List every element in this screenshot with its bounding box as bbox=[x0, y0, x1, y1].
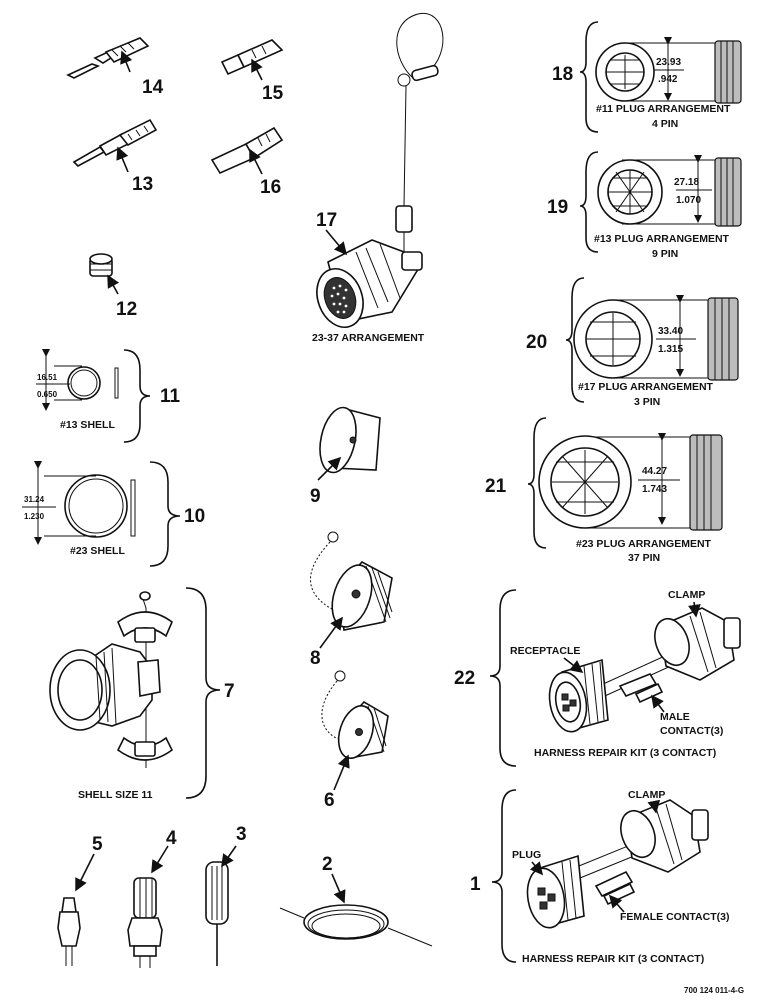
part-13-contact bbox=[72, 118, 158, 167]
caption-shell-13: #13 SHELL bbox=[60, 419, 115, 431]
part-4-tool bbox=[127, 877, 163, 968]
caption-plug-17: #17 PLUG ARRANGEMENT bbox=[578, 381, 714, 393]
brace-11 bbox=[123, 349, 151, 443]
callout-7: 7 bbox=[224, 681, 235, 702]
dim-20-mm: 33.40 bbox=[658, 326, 683, 337]
brace-7 bbox=[185, 587, 221, 799]
part-3-screwdriver bbox=[205, 861, 229, 966]
dim-21-mm: 44.27 bbox=[642, 466, 667, 477]
brace-20 bbox=[565, 277, 585, 403]
caption-female-contact: FEMALE CONTACT(3) bbox=[620, 911, 729, 923]
callout-21: 21 bbox=[485, 476, 507, 497]
part-6-cap-chain bbox=[321, 670, 389, 759]
brace-18 bbox=[579, 21, 599, 133]
callout-3: 3 bbox=[236, 824, 247, 845]
callout-17: 17 bbox=[316, 210, 337, 231]
callout-11: 11 bbox=[160, 386, 181, 407]
dim-20-in: 1.315 bbox=[658, 344, 683, 355]
part-11-shell-13 bbox=[36, 349, 119, 411]
part-5-tool bbox=[57, 897, 81, 966]
caption-plug: PLUG bbox=[512, 849, 541, 861]
part-14-contact bbox=[66, 37, 150, 79]
callout-14: 14 bbox=[142, 77, 164, 98]
callout-15: 15 bbox=[262, 83, 284, 104]
part-2-wire-coil bbox=[279, 904, 433, 947]
part-1-repair-kit-plug bbox=[526, 799, 709, 929]
callout-8: 8 bbox=[310, 648, 321, 669]
callout-19: 19 bbox=[547, 197, 568, 218]
callout-1: 1 bbox=[470, 874, 481, 895]
part-7-backshell bbox=[49, 591, 174, 768]
callout-5: 5 bbox=[92, 834, 103, 855]
dim-10-mm: 31.24 bbox=[24, 495, 45, 504]
part-9-dust-cap bbox=[319, 406, 381, 474]
part-18-plug-11 bbox=[595, 37, 742, 104]
callout-22: 22 bbox=[454, 668, 475, 689]
part-16-contact bbox=[210, 126, 284, 175]
brace-21 bbox=[527, 417, 547, 549]
part-12-seal-plug bbox=[89, 253, 113, 277]
dim-10-in: 1.230 bbox=[24, 512, 45, 521]
dim-21-in: 1.743 bbox=[642, 484, 667, 495]
part-10-shell-23 bbox=[22, 461, 136, 545]
callout-20: 20 bbox=[526, 332, 547, 353]
caption-clamp-22: CLAMP bbox=[668, 589, 705, 601]
brace-1 bbox=[491, 789, 517, 963]
caption-plug-13-pins: 9 PIN bbox=[652, 248, 678, 260]
part-22-repair-kit-receptacle bbox=[548, 607, 741, 733]
caption-shell-23: #23 SHELL bbox=[70, 545, 125, 557]
caption-plug-11-pins: 4 PIN bbox=[652, 118, 678, 130]
callout-4: 4 bbox=[166, 828, 177, 849]
dim-11-mm: 16.51 bbox=[37, 373, 58, 382]
dim-11-in: 0.650 bbox=[37, 390, 58, 399]
caption-23-37-arrangement: 23-37 ARRANGEMENT bbox=[312, 332, 425, 344]
brace-10 bbox=[149, 461, 181, 567]
dim-18-mm: 23.93 bbox=[656, 57, 681, 68]
caption-receptacle: RECEPTACLE bbox=[510, 645, 580, 657]
brace-19 bbox=[579, 151, 599, 253]
callout-9: 9 bbox=[310, 486, 321, 507]
caption-clamp-1: CLAMP bbox=[628, 789, 665, 801]
callout-10: 10 bbox=[184, 506, 205, 527]
callout-12: 12 bbox=[116, 299, 137, 320]
caption-plug-23: #23 PLUG ARRANGEMENT bbox=[576, 538, 712, 550]
dim-19-mm: 27.18 bbox=[674, 177, 699, 188]
caption-plug-23-pins: 37 PIN bbox=[628, 552, 660, 564]
brace-22 bbox=[489, 589, 517, 767]
callout-2: 2 bbox=[322, 854, 333, 875]
callout-16: 16 bbox=[260, 177, 281, 198]
callout-6: 6 bbox=[324, 790, 335, 811]
part-15-contact bbox=[220, 39, 284, 76]
caption-plug-13: #13 PLUG ARRANGEMENT bbox=[594, 233, 730, 245]
part-17-receptacle bbox=[316, 13, 444, 328]
dim-19-in: 1.070 bbox=[676, 195, 701, 206]
callout-13: 13 bbox=[132, 174, 153, 195]
caption-male: MALE bbox=[660, 711, 690, 723]
dim-18-in: .942 bbox=[658, 74, 678, 85]
part-21-plug-23 bbox=[538, 433, 723, 531]
caption-plug-11: #11 PLUG ARRANGEMENT bbox=[596, 103, 731, 115]
part-20-plug-17 bbox=[573, 295, 739, 381]
caption-kit-22: HARNESS REPAIR KIT (3 CONTACT) bbox=[534, 747, 716, 759]
part-19-plug-13 bbox=[597, 155, 742, 227]
caption-male-contact: CONTACT(3) bbox=[660, 725, 723, 737]
caption-shell-size-11: SHELL SIZE 11 bbox=[78, 789, 153, 801]
caption-kit-1: HARNESS REPAIR KIT (3 CONTACT) bbox=[522, 953, 704, 965]
caption-plug-17-pins: 3 PIN bbox=[634, 396, 660, 408]
drawing-reference: 700 124 011-4-G bbox=[684, 986, 744, 995]
part-8-cap-chain bbox=[310, 531, 393, 631]
callout-18: 18 bbox=[552, 64, 573, 85]
